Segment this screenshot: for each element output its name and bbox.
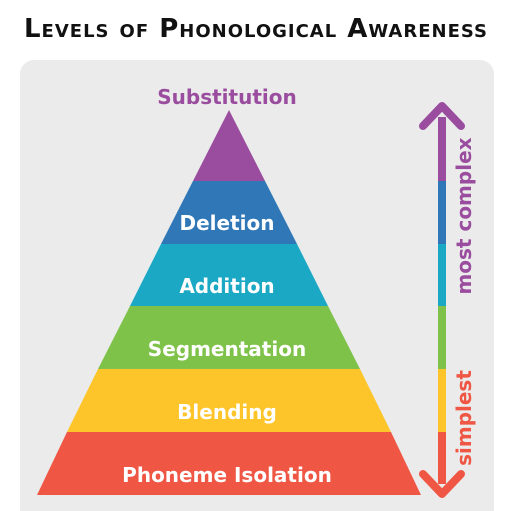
arrow-segment-yellow [438,369,446,432]
band-phoneme-isolation [37,432,421,495]
arrow-down-head [419,470,465,498]
band-blending [67,369,391,432]
label-segmentation: Segmentation [148,337,306,361]
arrow-up-head [419,102,465,130]
arrow-segment-teal [438,244,446,306]
band-addition [130,244,328,306]
label-addition: Addition [179,274,274,298]
band-deletion [161,181,297,244]
arrow-segment-green [438,306,446,369]
label-blending: Blending [177,400,277,424]
band-substitution [193,110,265,181]
scale-label-most-complex: most complex [452,137,476,294]
complexity-arrow [419,102,465,498]
arrow-segment-blue [438,181,446,244]
arrow-segment-red [438,432,446,484]
scale-label-simplest: simplest [452,370,476,466]
label-deletion: Deletion [180,211,275,235]
page-title: Levels of Phonological Awareness [23,14,488,44]
label-substitution: Substitution [157,85,296,109]
label-phoneme-isolation: Phoneme Isolation [122,463,332,487]
arrow-segment-purple [438,117,446,181]
band-segmentation [98,306,360,369]
